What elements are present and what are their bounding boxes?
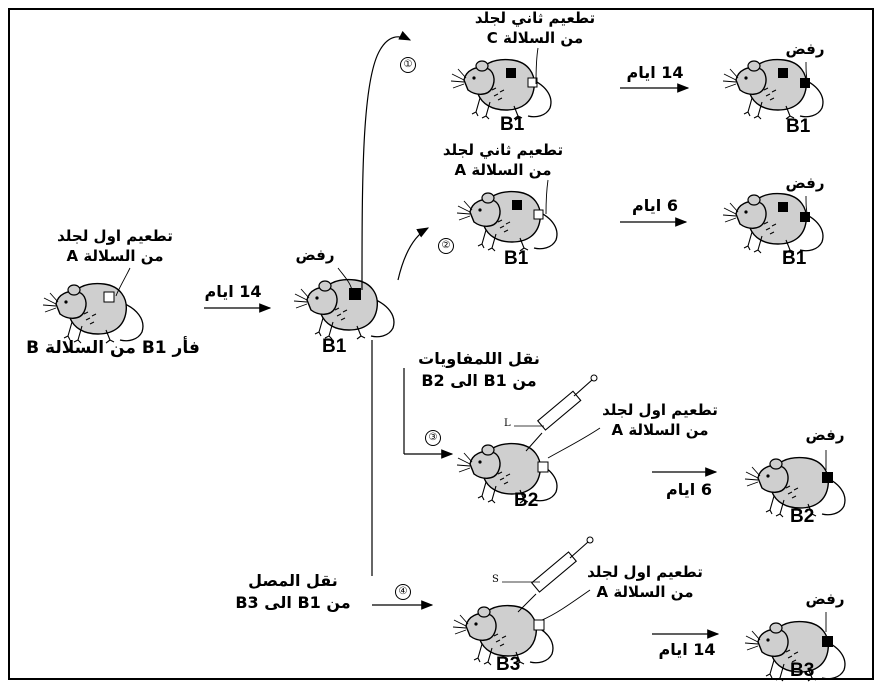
b1-reject-label: رفض	[295, 246, 335, 264]
branch4-graft-line2: من السلالة A	[596, 583, 694, 601]
arrow-branch3	[371, 340, 454, 576]
branch3-graft-line1: تطعيم اول لجلد	[602, 401, 718, 419]
initial-arrow-days: 14 ايام	[204, 282, 262, 301]
initial-mouse-caption: فأر B1 من السلالة B	[26, 338, 200, 358]
branch4-transfer-line2: من B1 الى B3	[235, 593, 351, 612]
arrow-branch1-curve	[361, 30, 412, 291]
branch2-graft-line2: من السلالة A	[454, 161, 552, 179]
arrow-branch2-curve	[397, 227, 430, 281]
branch1-graft-line1: تطعيم ثاني لجلد	[474, 9, 596, 27]
branch1-mouse-name: B1	[500, 114, 525, 135]
branch3-reject-label: رفض	[805, 426, 845, 444]
branch3-arrow-days: 6 ايام	[666, 480, 712, 499]
branch1-graft-line2: من السلالة C	[486, 29, 584, 47]
branch4-transfer-label: نقل المصل من B1 الى B3	[218, 570, 368, 614]
branch3-graft-line2: من السلالة A	[611, 421, 709, 439]
branch2-marker: ②	[438, 238, 454, 254]
syringe-lymphocytes	[514, 374, 598, 452]
branch2-result-name: B1	[782, 248, 807, 269]
branch1-graft-label: تطعيم ثاني لجلد من السلالة C	[470, 8, 600, 48]
diagram-frame	[8, 8, 874, 680]
branch1-result-name: B1	[786, 116, 811, 137]
branch4-graft-label: تطعيم اول لجلد من السلالة A	[580, 562, 710, 602]
branch3-graft-label: تطعيم اول لجلد من السلالة A	[595, 400, 725, 440]
branch3-mouse-name: B2	[514, 490, 539, 511]
branch3-transfer-label: نقل اللمفاويات من B1 الى B2	[404, 348, 554, 392]
branch2-mouse-name: B1	[504, 248, 529, 269]
branch1-arrow-days: 14 ايام	[626, 63, 684, 82]
branch3-transfer-line1: نقل اللمفاويات	[418, 349, 540, 368]
branch2-graft-label: تطعيم ثاني لجلد من السلالة A	[438, 140, 568, 180]
syringe-serum	[502, 536, 594, 613]
mouse-branch4-result	[744, 620, 846, 682]
branch3-result-name: B2	[790, 506, 815, 527]
mouse-b1-rejected	[293, 278, 395, 340]
initial-graft-line2: من السلالة A	[66, 247, 164, 265]
mouse-branch2-result	[722, 192, 824, 254]
mouse-branch1-result	[722, 58, 824, 120]
initial-graft-label: تطعيم اول لجلد من السلالة A	[45, 226, 185, 266]
branch3-marker: ③	[425, 430, 441, 446]
branch2-arrow-days: 6 ايام	[632, 196, 678, 215]
branch1-reject-label: رفض	[785, 40, 825, 58]
branch3-syringe-letter: L	[504, 418, 511, 429]
b1-name: B1	[322, 336, 347, 357]
mouse-branch3-result	[744, 456, 846, 518]
branch4-reject-label: رفض	[805, 590, 845, 608]
branch4-marker: ④	[395, 584, 411, 600]
branch4-mouse-name: B3	[496, 654, 521, 675]
branch2-reject-label: رفض	[785, 174, 825, 192]
mouse-branch4	[452, 604, 554, 666]
branch4-transfer-line1: نقل المصل	[248, 571, 338, 590]
branch4-arrow-days: 14 ايام	[658, 640, 716, 659]
initial-graft-line1: تطعيم اول لجلد	[57, 227, 173, 245]
mouse-branch3	[456, 442, 558, 504]
branch4-graft-line1: تطعيم اول لجلد	[587, 563, 703, 581]
mouse-initial	[42, 282, 144, 344]
branch1-marker: ①	[400, 57, 416, 73]
branch3-transfer-line2: من B1 الى B2	[421, 371, 537, 390]
branch4-result-name: B3	[790, 660, 815, 681]
mouse-branch2	[456, 190, 558, 252]
mouse-branch1	[450, 58, 552, 120]
branch2-graft-line1: تطعيم ثاني لجلد	[442, 141, 564, 159]
branch4-syringe-letter: S	[492, 574, 499, 585]
